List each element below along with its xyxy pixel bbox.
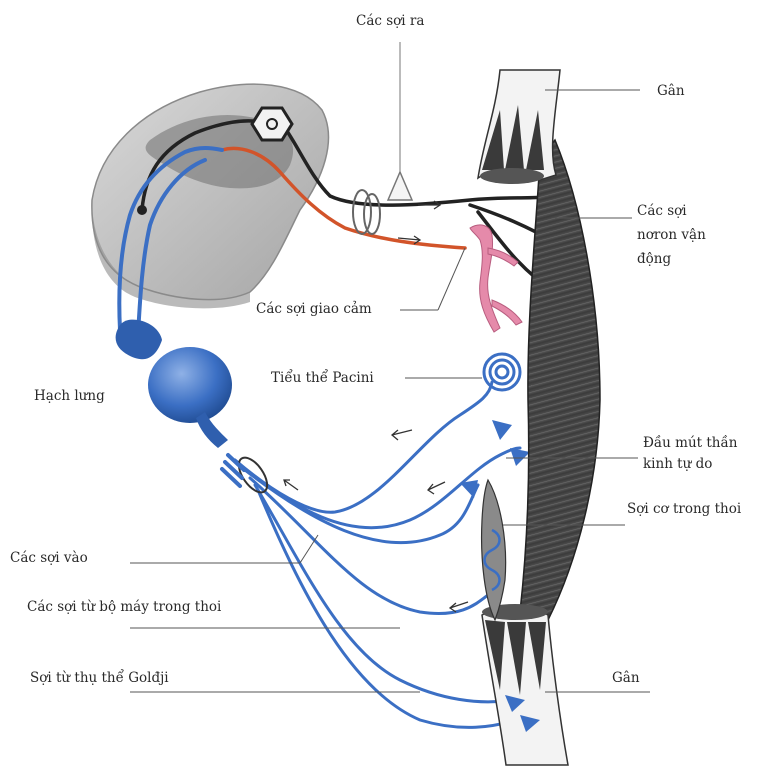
tendon-bottom	[482, 604, 568, 765]
pacinian-corpuscle-icon	[484, 354, 520, 390]
label-free-nerve-endings-line2: kinh tự do	[643, 455, 712, 473]
label-sympathetic-fibers: Các sợi giao cảm	[256, 300, 372, 318]
label-pacinian-corpuscle: Tiểu thể Pacini	[271, 369, 374, 387]
label-intrafusal-fiber: Sợi cơ trong thoi	[627, 500, 741, 518]
label-dorsal-root-ganglion: Hạch lưng	[34, 387, 105, 405]
motor-neuron-body-icon	[252, 108, 292, 140]
direction-arrows	[284, 201, 468, 612]
tendon-top	[478, 70, 560, 184]
label-free-nerve-endings-line1: Đầu mút thần	[643, 434, 737, 452]
label-motor-fibers-line2: nơron vận	[637, 226, 706, 244]
label-afferent-fibers: Các sợi vào	[10, 549, 88, 567]
label-tendon-top: Gân	[657, 82, 685, 100]
label-motor-fibers-line1: Các sợi	[637, 202, 687, 220]
root-ring-icon	[353, 190, 380, 234]
muscle-belly	[520, 140, 600, 620]
label-efferent-fibers: Các sợi ra	[356, 12, 424, 30]
label-tendon-bottom: Gân	[612, 669, 640, 687]
label-motor-fibers-line3: động	[637, 250, 671, 268]
spinal-cord-section	[92, 84, 329, 308]
afferent-fibers	[235, 382, 520, 727]
efferent-arrow-icon	[388, 172, 412, 200]
blood-vessel	[470, 225, 522, 332]
label-spindle-apparatus-fibers: Các sợi từ bộ máy trong thoi	[27, 598, 221, 616]
dorsal-root-ganglion-icon	[116, 320, 232, 448]
synapse-dot-icon	[137, 205, 147, 215]
label-golgi-tendon-fiber: Sợi từ thụ thể Golđji	[30, 669, 169, 687]
